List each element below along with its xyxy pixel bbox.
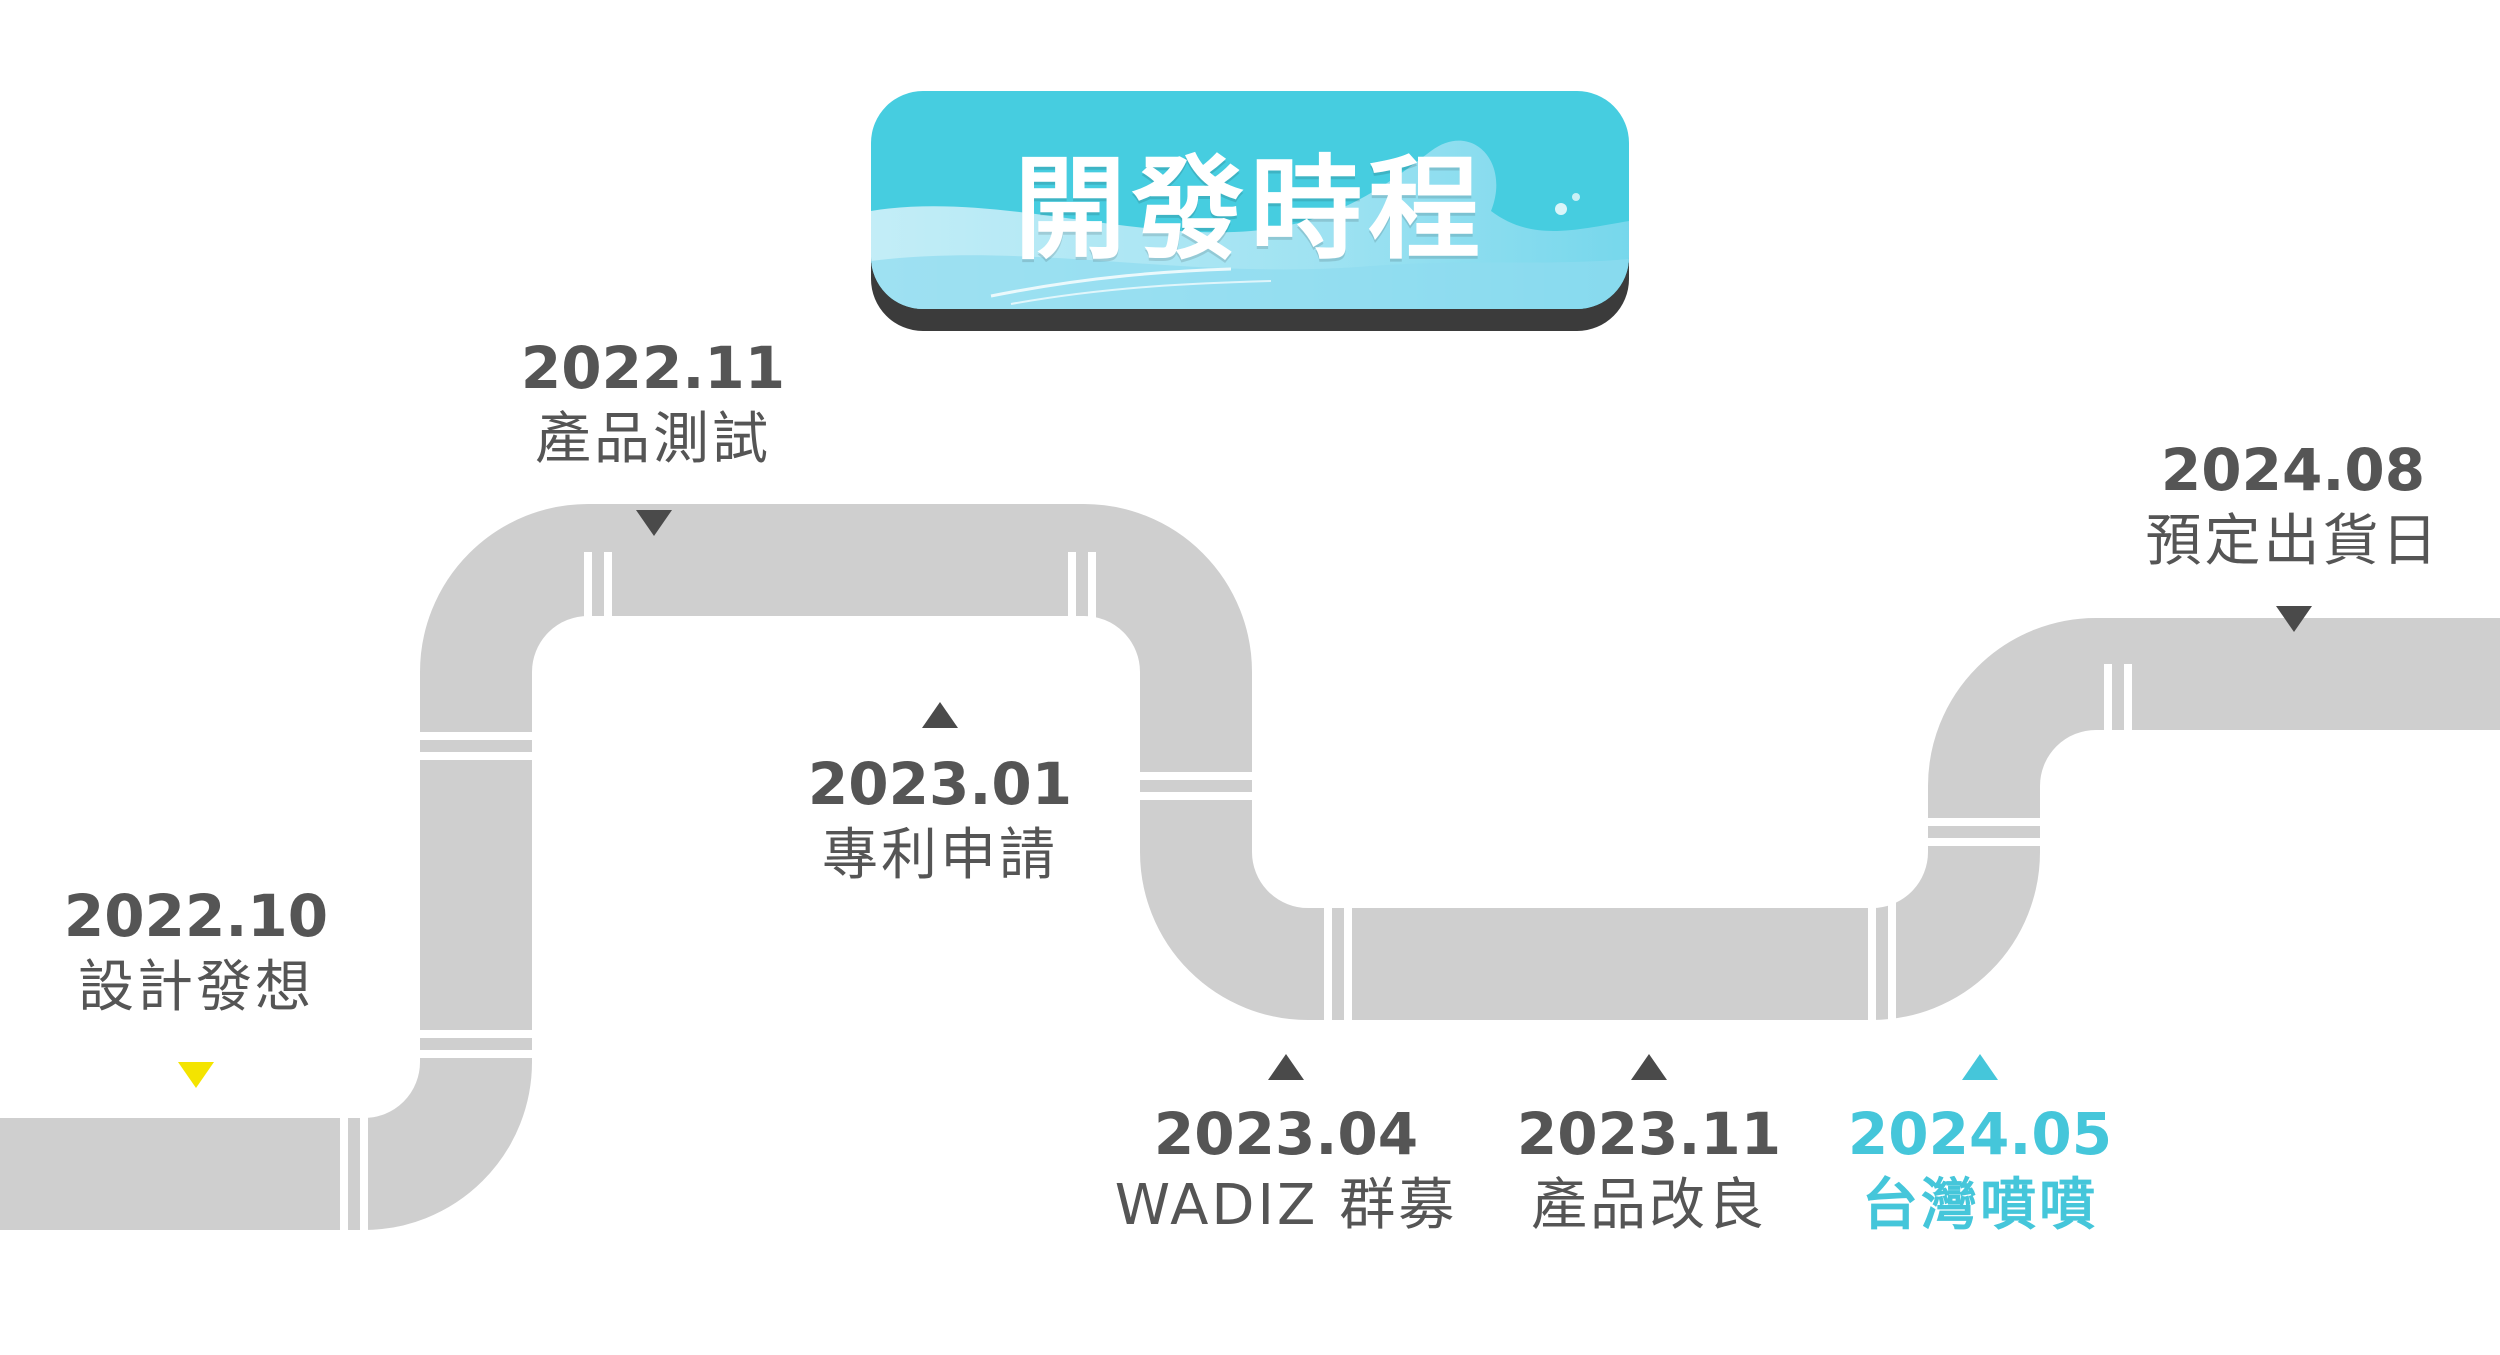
pipe-joint [1132,792,1260,800]
pipe-joint [1888,900,1896,1028]
start-marker-icon [178,1062,214,1088]
pipe-joint [1324,900,1332,1028]
milestone-date: 2023.01 [790,748,1090,820]
pipe-joint [604,552,612,680]
milestone-date: 2024.05 [1830,1098,2130,1170]
pipe-joint [1920,818,2048,826]
pipe-joint [584,552,592,680]
milestone: 2022.10 設計發想 [46,880,346,1024]
pipe-joint [1088,552,1096,680]
pipe-joint [1132,772,1260,780]
milestone: 2023.11 產品改良 [1499,1098,1799,1242]
pipe-joint [2104,664,2112,792]
milestone-current: 2024.05 台灣噴噴 [1830,1098,2130,1242]
milestone-event: 產品改良 [1499,1170,1799,1242]
pipe-joint [1344,900,1352,1028]
pipe-joint [412,752,540,760]
current-marker-icon [1962,1054,1998,1080]
milestone-date: 2024.08 [2123,434,2463,506]
pipe-joint [1868,900,1876,1028]
milestone: 2023.04 WADIZ 群募 [1106,1098,1466,1242]
milestone-event: 台灣噴噴 [1830,1170,2130,1242]
milestone-date: 2022.11 [503,332,803,404]
milestone-date: 2023.04 [1106,1098,1466,1170]
pipe-joint [2124,664,2132,792]
milestone-event: 設計發想 [46,952,346,1024]
pipe-joint [412,1030,540,1038]
marker-down-icon [2276,606,2312,632]
pipe-joint [340,1110,348,1238]
pipe-joint [412,1050,540,1058]
milestone: 2024.08 預定出貨日 [2123,434,2463,578]
milestone-date: 2022.10 [46,880,346,952]
pipe-joint [1920,838,2048,846]
pipe-joint [360,1110,368,1238]
milestone-event: 產品測試 [503,404,803,476]
milestone: 2023.01 專利申請 [790,748,1090,892]
milestone-event: WADIZ 群募 [1106,1170,1466,1242]
milestone-date: 2023.11 [1499,1098,1799,1170]
pipe-joint [412,732,540,740]
milestone-event: 預定出貨日 [2123,506,2463,578]
pipe-path [0,560,2500,1174]
pipe-joint [1068,552,1076,680]
page-title: 開發時程 [871,91,1629,309]
milestone-event: 專利申請 [790,820,1090,892]
marker-up-icon [1268,1054,1304,1080]
marker-up-icon [922,702,958,728]
title-badge: 開發時程 [871,91,1629,309]
marker-up-icon [1631,1054,1667,1080]
milestone: 2022.11 產品測試 [503,332,803,476]
marker-down-icon [636,510,672,536]
